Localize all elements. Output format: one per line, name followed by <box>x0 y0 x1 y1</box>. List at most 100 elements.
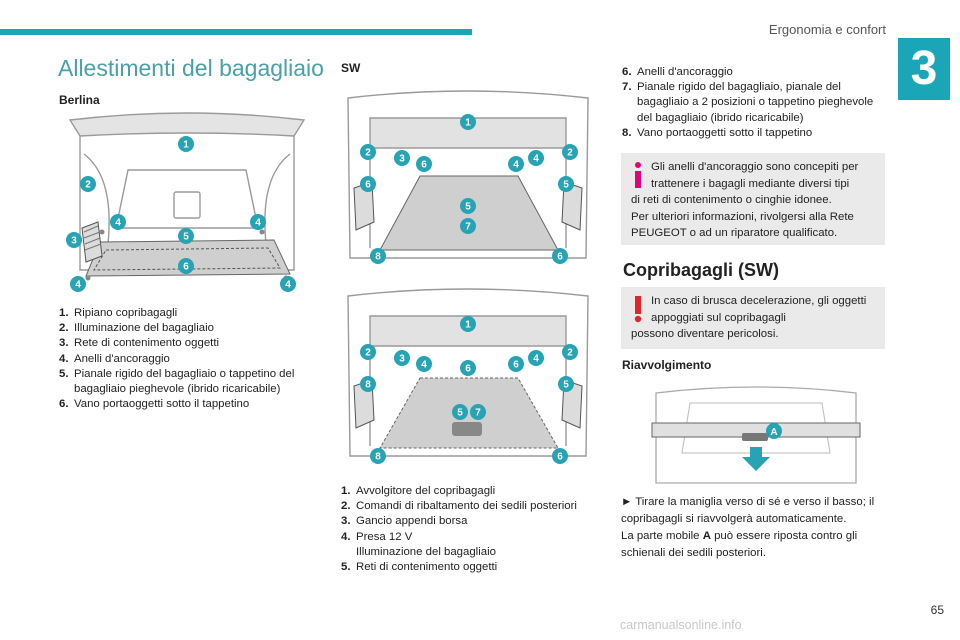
warning-text-2: possono diventare pericolosi. <box>631 328 779 341</box>
callout-number: 5 <box>183 232 189 243</box>
callout-number: 2 <box>365 148 371 159</box>
callout-badge <box>178 228 194 244</box>
callout-badge <box>558 176 574 192</box>
callout-badge <box>394 150 410 166</box>
watermark: carmanualsonline.info <box>620 618 742 632</box>
callout-badge <box>508 356 524 372</box>
chapter-tab: 3 <box>898 38 950 100</box>
callout-number: 5 <box>457 408 463 419</box>
callout-number: 4 <box>285 280 291 291</box>
warning-icon <box>634 296 642 323</box>
callout-badge <box>460 218 476 234</box>
callout-number: 8 <box>375 252 381 263</box>
callout-number: 3 <box>71 236 77 247</box>
callout-a-label: A <box>770 427 777 438</box>
berlina-trunk-illustration: 1 2 3 4 4 5 6 4 4 <box>66 112 306 292</box>
callout-number: 6 <box>557 252 563 263</box>
callout-number: 1 <box>465 320 471 331</box>
warning-box: In caso di brusca decelerazione, gli ogg… <box>621 287 885 349</box>
callout-number: 7 <box>465 222 471 233</box>
info-text-2: di reti di contenimento o cinghie idonee… <box>631 194 832 207</box>
page-number: 65 <box>930 603 944 617</box>
info-text-3: Per ulteriori informazioni, rivolgersi a… <box>631 210 854 240</box>
callout-number: 5 <box>563 180 569 191</box>
callout-number: 4 <box>75 280 81 291</box>
callout-number: 2 <box>567 348 573 359</box>
callout-number: 6 <box>557 452 563 463</box>
movable-part-note: La parte mobile A può essere riposta con… <box>621 530 858 559</box>
callout-number: 4 <box>513 160 519 171</box>
callout-number: 5 <box>465 202 471 213</box>
callout-number: 2 <box>365 348 371 359</box>
callout-badge <box>360 144 376 160</box>
callout-badge <box>558 376 574 392</box>
callout-badge <box>360 176 376 192</box>
copribagagli-figure: A <box>650 383 862 487</box>
info-text-1: Gli anelli d'ancoraggio sono concepiti p… <box>651 161 859 190</box>
berlina-label: Berlina <box>59 93 100 107</box>
rewind-instruction: ► Tirare la maniglia verso di sé e verso… <box>621 496 875 525</box>
sw-label: SW <box>341 61 361 75</box>
copribagagli-illustration: A <box>651 386 861 484</box>
callout-badge <box>508 156 524 172</box>
callout-number: 8 <box>375 452 381 463</box>
callout-number: 6 <box>421 160 427 171</box>
callout-number: 3 <box>399 154 405 165</box>
page-title: Allestimenti del bagagliaio <box>58 55 324 81</box>
berlina-callouts: 1 2 3 4 4 5 6 4 4 <box>66 136 296 292</box>
callout-number: 2 <box>567 148 573 159</box>
callout-number: 4 <box>115 218 121 229</box>
callout-badge <box>416 356 432 372</box>
legend-item: 3.Gancio appendi borsa <box>341 515 468 528</box>
callout-number: 2 <box>85 180 91 191</box>
callout-badge <box>452 404 468 420</box>
callout-number: 6 <box>513 360 519 371</box>
legend-item: 4.Anelli d'ancoraggio <box>59 352 170 365</box>
legend-item: 1.Ripiano copribagagli <box>59 307 178 319</box>
sw-legend: 1.Avvolgitore del copribagagli 2.Comandi… <box>341 484 603 575</box>
callout-badge <box>110 214 126 230</box>
callout-number: 8 <box>365 380 371 391</box>
callout-badge <box>360 376 376 392</box>
callout-badge <box>370 248 386 264</box>
callout-badge <box>66 232 82 248</box>
callout-badge <box>250 214 266 230</box>
berlina-legend: 1.Ripiano copribagagli 2.Illuminazione d… <box>59 306 321 412</box>
callout-badge <box>528 350 544 366</box>
legend-item: 5.Reti di contenimento oggetti <box>341 561 498 574</box>
callout-badge <box>416 156 432 172</box>
legend-item: 6.Vano portaoggetti sotto il tappetino <box>59 398 250 411</box>
callout-badge <box>562 344 578 360</box>
legend-item: 5.Pianale rigido del bagagliaio o tappet… <box>59 367 295 396</box>
callout-badge <box>460 198 476 214</box>
callout-badge <box>178 136 194 152</box>
callout-number: 4 <box>533 354 539 365</box>
header-accent-bar <box>0 29 472 35</box>
callout-number: 4 <box>255 218 261 229</box>
callout-badge <box>460 360 476 376</box>
riavvolgimento-label: Riavvolgimento <box>622 358 712 372</box>
callout-number: 6 <box>365 180 371 191</box>
callout-badge <box>552 248 568 264</box>
callout-badge <box>562 144 578 160</box>
callout-badge <box>470 404 486 420</box>
callout-number: 6 <box>465 364 471 375</box>
sw-legend-continued: 6.Anelli d'ancoraggio 7.Pianale rigido d… <box>622 65 888 141</box>
callout-badge <box>70 276 86 292</box>
callout-number: 3 <box>399 354 405 365</box>
callout-badge <box>178 258 194 274</box>
callout-number: 6 <box>183 262 189 273</box>
legend-item: 7.Pianale rigido del bagagliaio, pianale… <box>622 81 874 124</box>
callout-badge <box>552 448 568 464</box>
info-icon <box>635 162 641 188</box>
legend-item: 2.Illuminazione del bagagliaio <box>59 322 214 335</box>
callout-number: 4 <box>533 154 539 165</box>
callout-number: 1 <box>183 140 189 151</box>
callout-badge <box>360 344 376 360</box>
legend-item: 2.Comandi di ribaltamento dei sedili pos… <box>341 500 577 513</box>
